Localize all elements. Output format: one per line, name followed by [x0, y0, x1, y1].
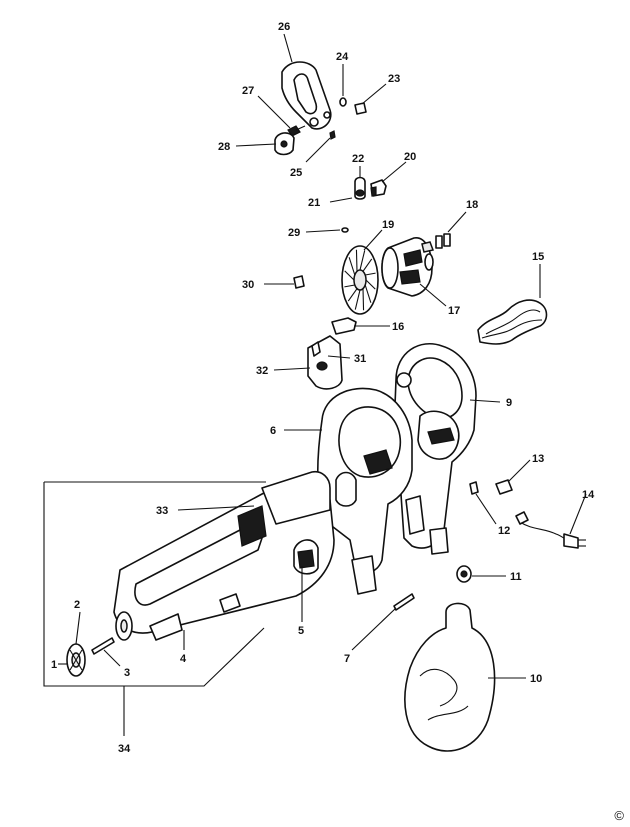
callout-18: 18: [466, 199, 478, 211]
copyright-mark: ©: [614, 808, 624, 823]
part-18-brushes: [435, 233, 451, 249]
part-11-nut: [456, 565, 472, 583]
callout-15: 15: [532, 251, 544, 263]
fan-blade: [344, 284, 355, 288]
part-31-cover: [307, 335, 343, 390]
fan-blade: [362, 288, 365, 311]
part-wheel-right: [115, 611, 133, 641]
part-4-blower-tube: [113, 470, 335, 641]
callout-17: 17: [448, 305, 460, 317]
fan-blade: [364, 284, 372, 303]
callout-27: 27: [242, 85, 254, 97]
callout-28: 28: [218, 141, 230, 153]
fan-blade: [354, 289, 361, 310]
callout-4: 4: [180, 653, 187, 665]
part-15-cable-strap: [477, 299, 548, 345]
part-10-collection-bag: [404, 602, 496, 752]
callout-7: 7: [344, 653, 350, 665]
leader-lines: [58, 33, 587, 679]
part-25-spring: [329, 130, 336, 140]
fan-blade: [362, 258, 373, 272]
callout-10: 10: [530, 673, 542, 685]
callout-31: 31: [354, 353, 366, 365]
callout-6: 6: [270, 425, 276, 437]
callout-34: 34: [118, 743, 131, 755]
fan-blade: [344, 270, 355, 281]
part-14-power-cord: [515, 511, 586, 549]
callout-33: 33: [156, 505, 168, 517]
callout-12: 12: [498, 525, 510, 537]
part-24-ring: [339, 97, 347, 107]
part-19-fan: [341, 245, 379, 315]
callout-24: 24: [336, 51, 349, 63]
part-22-cap: [354, 176, 366, 200]
part-28-knob: [274, 132, 295, 156]
callout-3: 3: [124, 667, 130, 679]
callout-1: 1: [51, 659, 57, 671]
part-17-motor: [381, 237, 435, 297]
callout-20: 20: [404, 151, 416, 163]
callout-23: 23: [388, 73, 400, 85]
part-3-axle: [91, 637, 115, 655]
part-30-block: [293, 275, 305, 289]
callout-2: 2: [74, 599, 80, 611]
fan-blade: [365, 279, 376, 290]
fan-blade: [359, 250, 366, 271]
callout-16: 16: [392, 321, 404, 333]
part-29-pin: [341, 227, 349, 233]
callout-25: 25: [290, 167, 302, 179]
part-6-main-housing: [316, 387, 413, 595]
callout-22: 22: [352, 153, 364, 165]
part-9-housing-half: [391, 343, 477, 555]
part-16-bracket: [331, 317, 357, 335]
fan-blade: [348, 257, 356, 276]
callout-19: 19: [382, 219, 394, 231]
callout-26: 26: [278, 21, 290, 33]
callout-5: 5: [298, 625, 304, 637]
part-7-pin: [393, 593, 415, 611]
part-20-switch: [370, 179, 387, 197]
callout-11: 11: [510, 571, 522, 583]
part-2-wheel: [66, 643, 86, 677]
part-23-clip: [354, 102, 367, 115]
fan-blade: [347, 288, 358, 302]
callout-9: 9: [506, 397, 512, 409]
part-12-clip: [469, 481, 479, 495]
callout-21: 21: [308, 197, 320, 209]
callout-13: 13: [532, 453, 544, 465]
part-26-strap-hook: [281, 61, 332, 130]
part-13-latch: [495, 479, 513, 495]
callout-32: 32: [256, 365, 268, 377]
fan-blade: [365, 272, 376, 276]
callout-labels: 1 2 3 4 5 6 7 9 10 11 12 13 14 15 16 17 …: [51, 21, 595, 755]
callout-14: 14: [582, 489, 595, 501]
callout-29: 29: [288, 227, 300, 239]
fan-blade: [355, 249, 358, 272]
callout-30: 30: [242, 279, 254, 291]
